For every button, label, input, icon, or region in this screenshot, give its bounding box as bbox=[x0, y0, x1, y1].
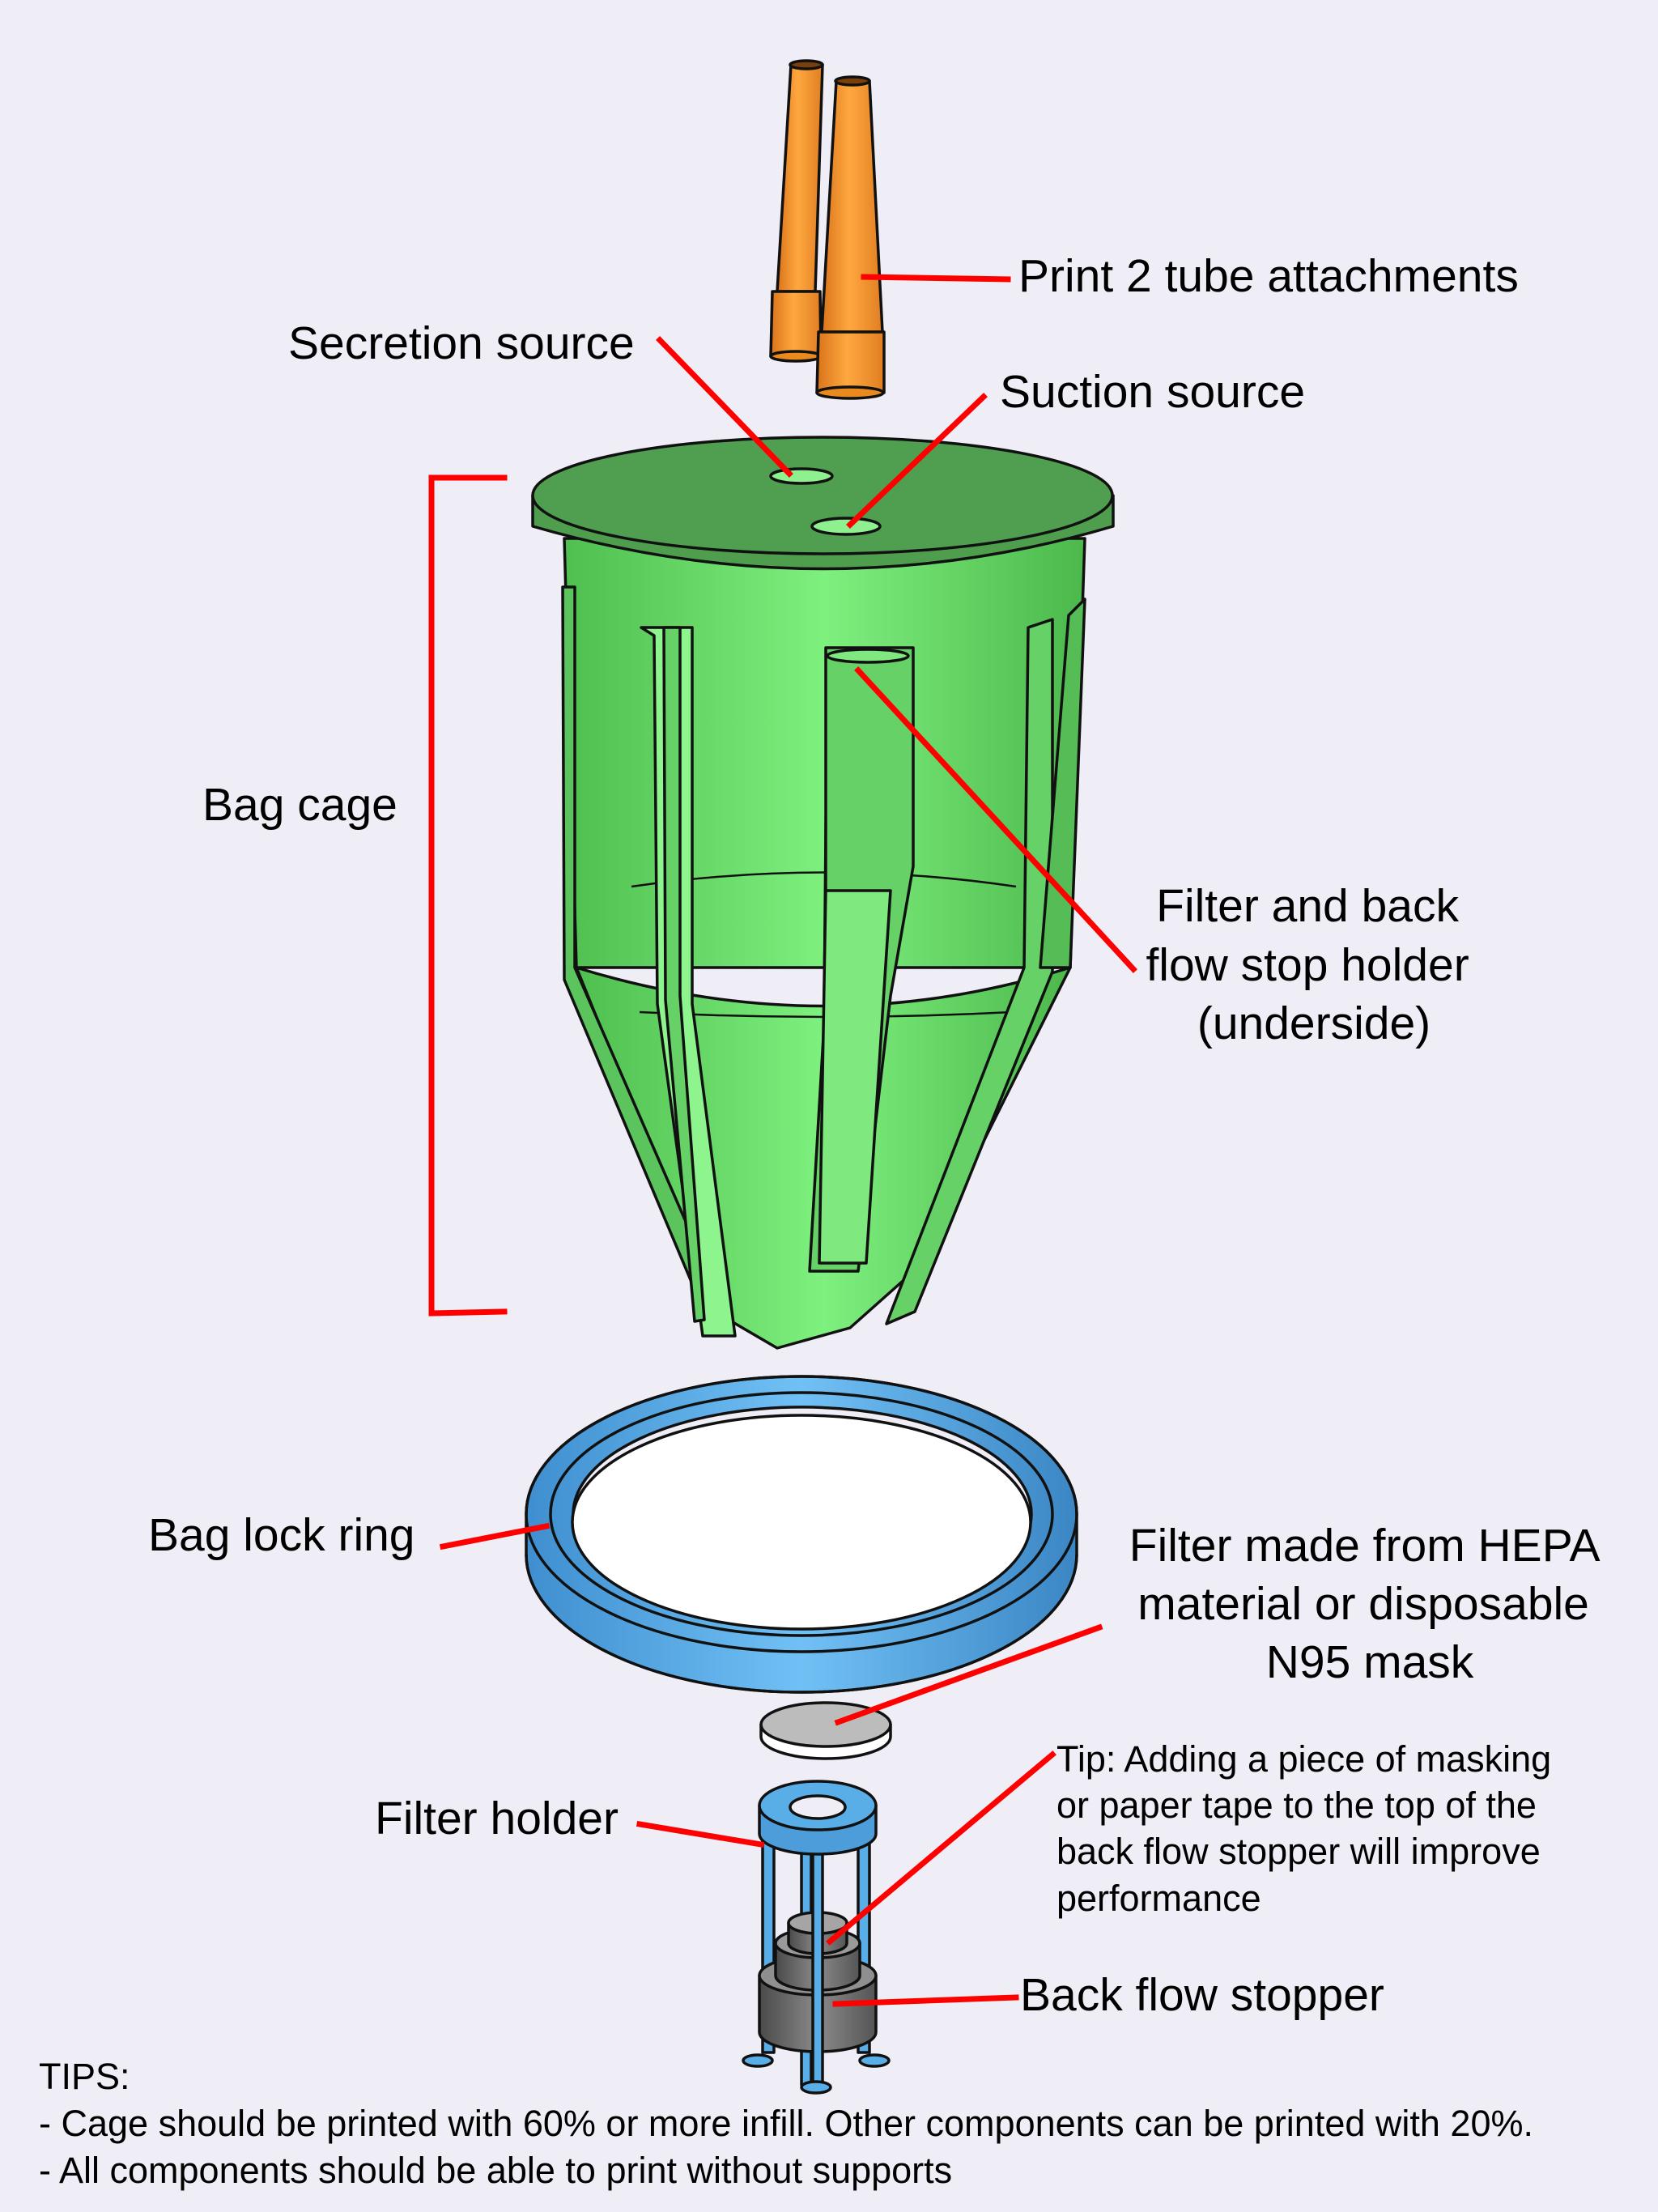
leader-tube-attachments bbox=[861, 274, 1011, 283]
leader-filter-holder bbox=[636, 1820, 765, 1848]
bag-lock-ring bbox=[525, 1375, 1078, 1694]
tips-heading: TIPS: bbox=[39, 2056, 130, 2097]
label-tip: Tip: Adding a piece of masking or paper … bbox=[1056, 1738, 1562, 1919]
leader-filter-holder-part bbox=[854, 666, 1137, 973]
label-back-flow-stopper: Back flow stopper bbox=[1020, 1969, 1384, 2021]
tube-attachment-rear bbox=[769, 59, 824, 363]
leader-lines bbox=[428, 274, 1137, 2007]
label-bag-lock-ring: Bag lock ring bbox=[148, 1509, 415, 1561]
label-filter-holder: Filter holder bbox=[375, 1793, 619, 1844]
bag-cage bbox=[531, 436, 1115, 1350]
leader-filter-material bbox=[834, 1623, 1103, 1726]
label-bag-cage: Bag cage bbox=[202, 779, 397, 831]
leader-suction-source bbox=[846, 393, 988, 529]
leader-back-flow-stopper bbox=[832, 1994, 1019, 2007]
label-secretion-source: Secretion source bbox=[288, 317, 635, 369]
label-filter-material: Filter made from HEPA material or dispos… bbox=[1129, 1520, 1610, 1688]
bag-cage-bracket bbox=[428, 474, 508, 1317]
leader-bag-lock-ring bbox=[439, 1522, 551, 1551]
label-tube-attachments: Print 2 tube attachments bbox=[1018, 250, 1519, 302]
tip-line-1: - Cage should be printed with 60% or mor… bbox=[39, 2103, 1533, 2144]
leader-tip bbox=[826, 1750, 1056, 1946]
label-filter-holder-part: Filter and back flow stop holder (unders… bbox=[1146, 880, 1482, 1049]
label-suction-source: Suction source bbox=[1000, 366, 1305, 418]
tube-attachment-front bbox=[815, 75, 886, 400]
filter-holder bbox=[742, 1780, 891, 2095]
tip-line-2: - All components should be able to print… bbox=[39, 2150, 952, 2191]
leader-secretion-source bbox=[656, 336, 793, 478]
